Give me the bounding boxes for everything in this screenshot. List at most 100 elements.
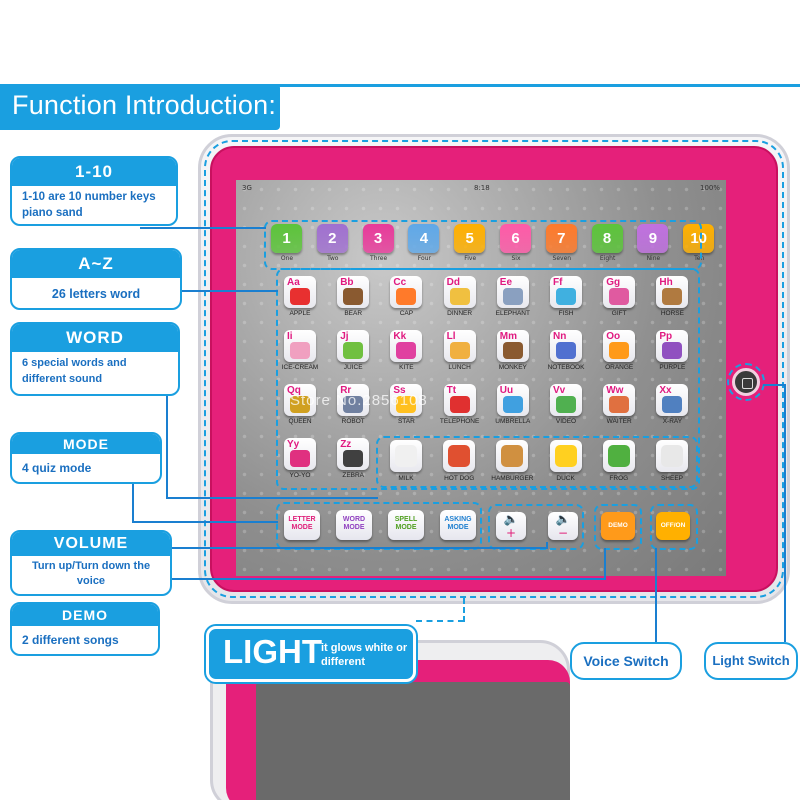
word-picture-icon — [609, 396, 630, 413]
number-key-2[interactable]: 2 — [316, 224, 348, 253]
letter-key-word: DINNER — [447, 310, 473, 317]
letter-key-i[interactable]: Ii — [284, 330, 316, 362]
volume-up-label: + — [505, 526, 517, 540]
number-key-7[interactable]: 7 — [545, 224, 577, 253]
number-key-8[interactable]: 8 — [591, 224, 623, 253]
home-button[interactable] — [732, 368, 760, 396]
callout-mode-keys: MODE 4 quiz mode — [10, 432, 162, 484]
number-key-word: Nine — [646, 255, 661, 262]
word-picture-icon — [449, 396, 470, 413]
letter-key-j[interactable]: Jj — [337, 330, 370, 362]
letter-key-d[interactable]: Dd — [443, 276, 476, 308]
letter-key-v[interactable]: Vv — [550, 384, 582, 416]
letter-key-letter: Gg — [606, 277, 621, 288]
mode-key-letter-mode[interactable]: LETTER MODE — [284, 510, 320, 540]
letter-key-o[interactable]: Oo — [603, 330, 636, 362]
light-switch-label: Light Switch — [704, 642, 798, 680]
letter-key-s[interactable]: Ss — [390, 384, 423, 416]
letter-key-letter: Jj — [340, 331, 349, 342]
letter-key-u[interactable]: Uu — [496, 384, 529, 416]
letter-key-e[interactable]: Ee — [496, 276, 529, 308]
volume-down-label: − — [557, 526, 569, 540]
letter-key-h[interactable]: Hh — [656, 276, 689, 308]
word-key-milk[interactable] — [390, 440, 422, 472]
letter-key-letter: Yy — [287, 439, 300, 450]
number-key-1[interactable]: 1 — [271, 224, 302, 253]
word-picture-icon — [343, 450, 364, 467]
number-key-word: Four — [417, 255, 431, 262]
signal-indicator: 3G — [242, 184, 252, 192]
word-key-label: SHEEP — [660, 475, 684, 482]
word-picture-icon — [290, 342, 310, 359]
word-picture-icon — [449, 342, 470, 359]
word-key-hamburger[interactable] — [496, 440, 529, 472]
letter-key-word: CAP — [399, 310, 414, 317]
letter-key-word: APPLE — [289, 310, 311, 317]
connector-line-dashed — [463, 598, 465, 622]
callout-title: DEMO — [12, 604, 158, 626]
letter-key-k[interactable]: Kk — [390, 330, 423, 362]
word-key-label: FROG — [609, 475, 629, 482]
letter-key-a[interactable]: Aa — [284, 276, 316, 308]
volume-down-button[interactable]: 🔈 − — [548, 512, 578, 540]
letter-key-t[interactable]: Tt — [443, 384, 476, 416]
letter-key-word: STAR — [397, 418, 415, 425]
letter-key-b[interactable]: Bb — [337, 276, 370, 308]
number-key-5[interactable]: 5 — [454, 224, 486, 253]
power-button[interactable]: OFF/ON — [656, 512, 690, 540]
letter-key-z[interactable]: Zz — [337, 438, 370, 470]
word-key-sheep[interactable] — [656, 440, 688, 472]
connector-line — [182, 290, 278, 292]
letter-key-word: ZEBRA — [342, 472, 365, 479]
letter-key-n[interactable]: Nn — [550, 330, 582, 362]
letter-key-r[interactable]: Rr — [337, 384, 370, 416]
letter-keys-highlight — [276, 268, 700, 490]
letter-key-q[interactable]: Qq — [284, 384, 316, 416]
letter-key-x[interactable]: Xx — [656, 384, 689, 416]
callout-letter-keys: A~Z 26 letters word — [10, 248, 182, 310]
word-key-frog[interactable] — [602, 440, 635, 472]
status-bar: 3G 8:18 100% — [236, 182, 726, 196]
word-picture-icon — [556, 396, 576, 413]
speaker-icon: 🔈 — [503, 512, 519, 526]
letter-key-letter: Hh — [659, 277, 673, 288]
demo-button[interactable]: DEMO — [601, 512, 635, 540]
mode-key-word-mode[interactable]: WORD MODE — [336, 510, 372, 540]
number-key-10[interactable]: 10 — [683, 224, 715, 253]
connector-line — [546, 542, 548, 549]
letter-key-letter: Bb — [340, 277, 354, 288]
letter-key-f[interactable]: Ff — [550, 276, 582, 308]
word-picture-icon — [609, 288, 630, 305]
letter-key-m[interactable]: Mm — [496, 330, 529, 362]
letter-key-word: X-RAY — [662, 418, 683, 425]
letter-key-word: NOTEBOOK — [547, 364, 585, 371]
callout-volume-keys: VOLUME Turn up/Turn down the voice — [10, 530, 172, 596]
letter-key-g[interactable]: Gg — [603, 276, 636, 308]
number-key-6[interactable]: 6 — [500, 224, 531, 253]
letter-key-p[interactable]: Pp — [656, 330, 689, 362]
mode-key-asking-mode[interactable]: ASKING MODE — [440, 510, 476, 540]
connector-line — [140, 227, 266, 229]
word-keys-highlight — [376, 436, 698, 488]
letter-key-c[interactable]: Cc — [390, 276, 423, 308]
letter-key-l[interactable]: Ll — [443, 330, 476, 362]
letter-key-w[interactable]: Ww — [603, 384, 636, 416]
word-key-duck[interactable] — [549, 440, 582, 472]
letter-key-letter: Xx — [659, 385, 672, 396]
header-bar — [0, 84, 280, 130]
volume-up-button[interactable]: 🔈 + — [496, 512, 526, 540]
word-key-hot-dog[interactable] — [443, 440, 476, 472]
letter-key-letter: Ee — [499, 277, 513, 288]
callout-title: A~Z — [12, 250, 180, 278]
callout-word-keys: WORD 6 special words and different sound — [10, 322, 180, 396]
callout-body: 6 special words and different sound — [22, 357, 127, 385]
letter-key-y[interactable]: Yy — [284, 438, 316, 470]
lower-tablet-screen — [256, 682, 570, 800]
number-key-9[interactable]: 9 — [637, 224, 669, 253]
word-picture-icon — [343, 288, 364, 305]
letter-key-word: ICE-CREAM — [281, 364, 319, 371]
number-key-4[interactable]: 4 — [408, 224, 440, 253]
number-key-3[interactable]: 3 — [362, 224, 394, 253]
connector-line — [166, 497, 378, 499]
mode-key-spell-mode[interactable]: SPELL MODE — [388, 510, 424, 540]
